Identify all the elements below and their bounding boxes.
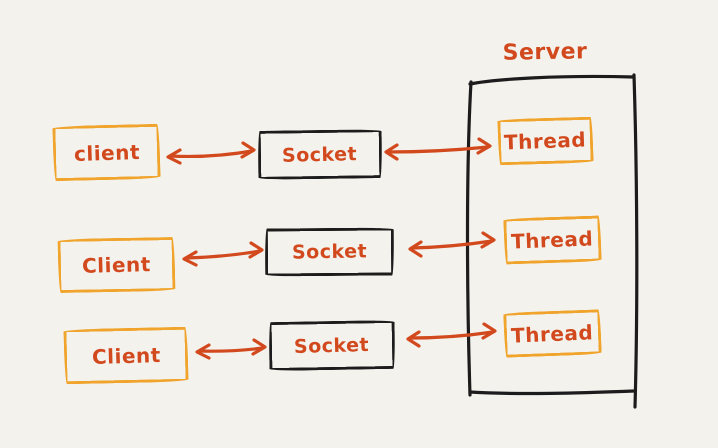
socket-box-3: Socket — [268, 319, 396, 372]
socket-thread-arrow-3 — [406, 322, 497, 348]
socket-box-1: Socket — [257, 129, 383, 180]
thread-label-2: Thread — [510, 226, 595, 254]
client-socket-arrow-1 — [166, 141, 256, 165]
thread-box-1: Thread — [497, 116, 594, 166]
client-box-3: Client — [63, 326, 189, 385]
client-label-3: Client — [91, 342, 161, 369]
client-label-2: Client — [81, 252, 152, 278]
client-socket-arrow-2 — [182, 241, 264, 267]
socket-label-2: Socket — [291, 240, 368, 264]
client-box-2: Client — [57, 236, 176, 294]
thread-box-3: Thread — [503, 309, 602, 358]
socket-label-3: Socket — [294, 333, 370, 358]
client-label-1: client — [73, 139, 140, 166]
thread-label-1: Thread — [504, 127, 587, 155]
socket-thread-arrow-1 — [384, 137, 492, 161]
client-socket-arrow-3 — [195, 338, 267, 360]
thread-box-2: Thread — [503, 215, 602, 265]
socket-thread-arrow-2 — [408, 231, 496, 258]
server-label: Server — [502, 39, 588, 66]
socket-box-2: Socket — [264, 227, 395, 277]
thread-label-3: Thread — [510, 319, 595, 348]
client-box-1: client — [52, 123, 161, 182]
socket-label-1: Socket — [282, 142, 358, 167]
